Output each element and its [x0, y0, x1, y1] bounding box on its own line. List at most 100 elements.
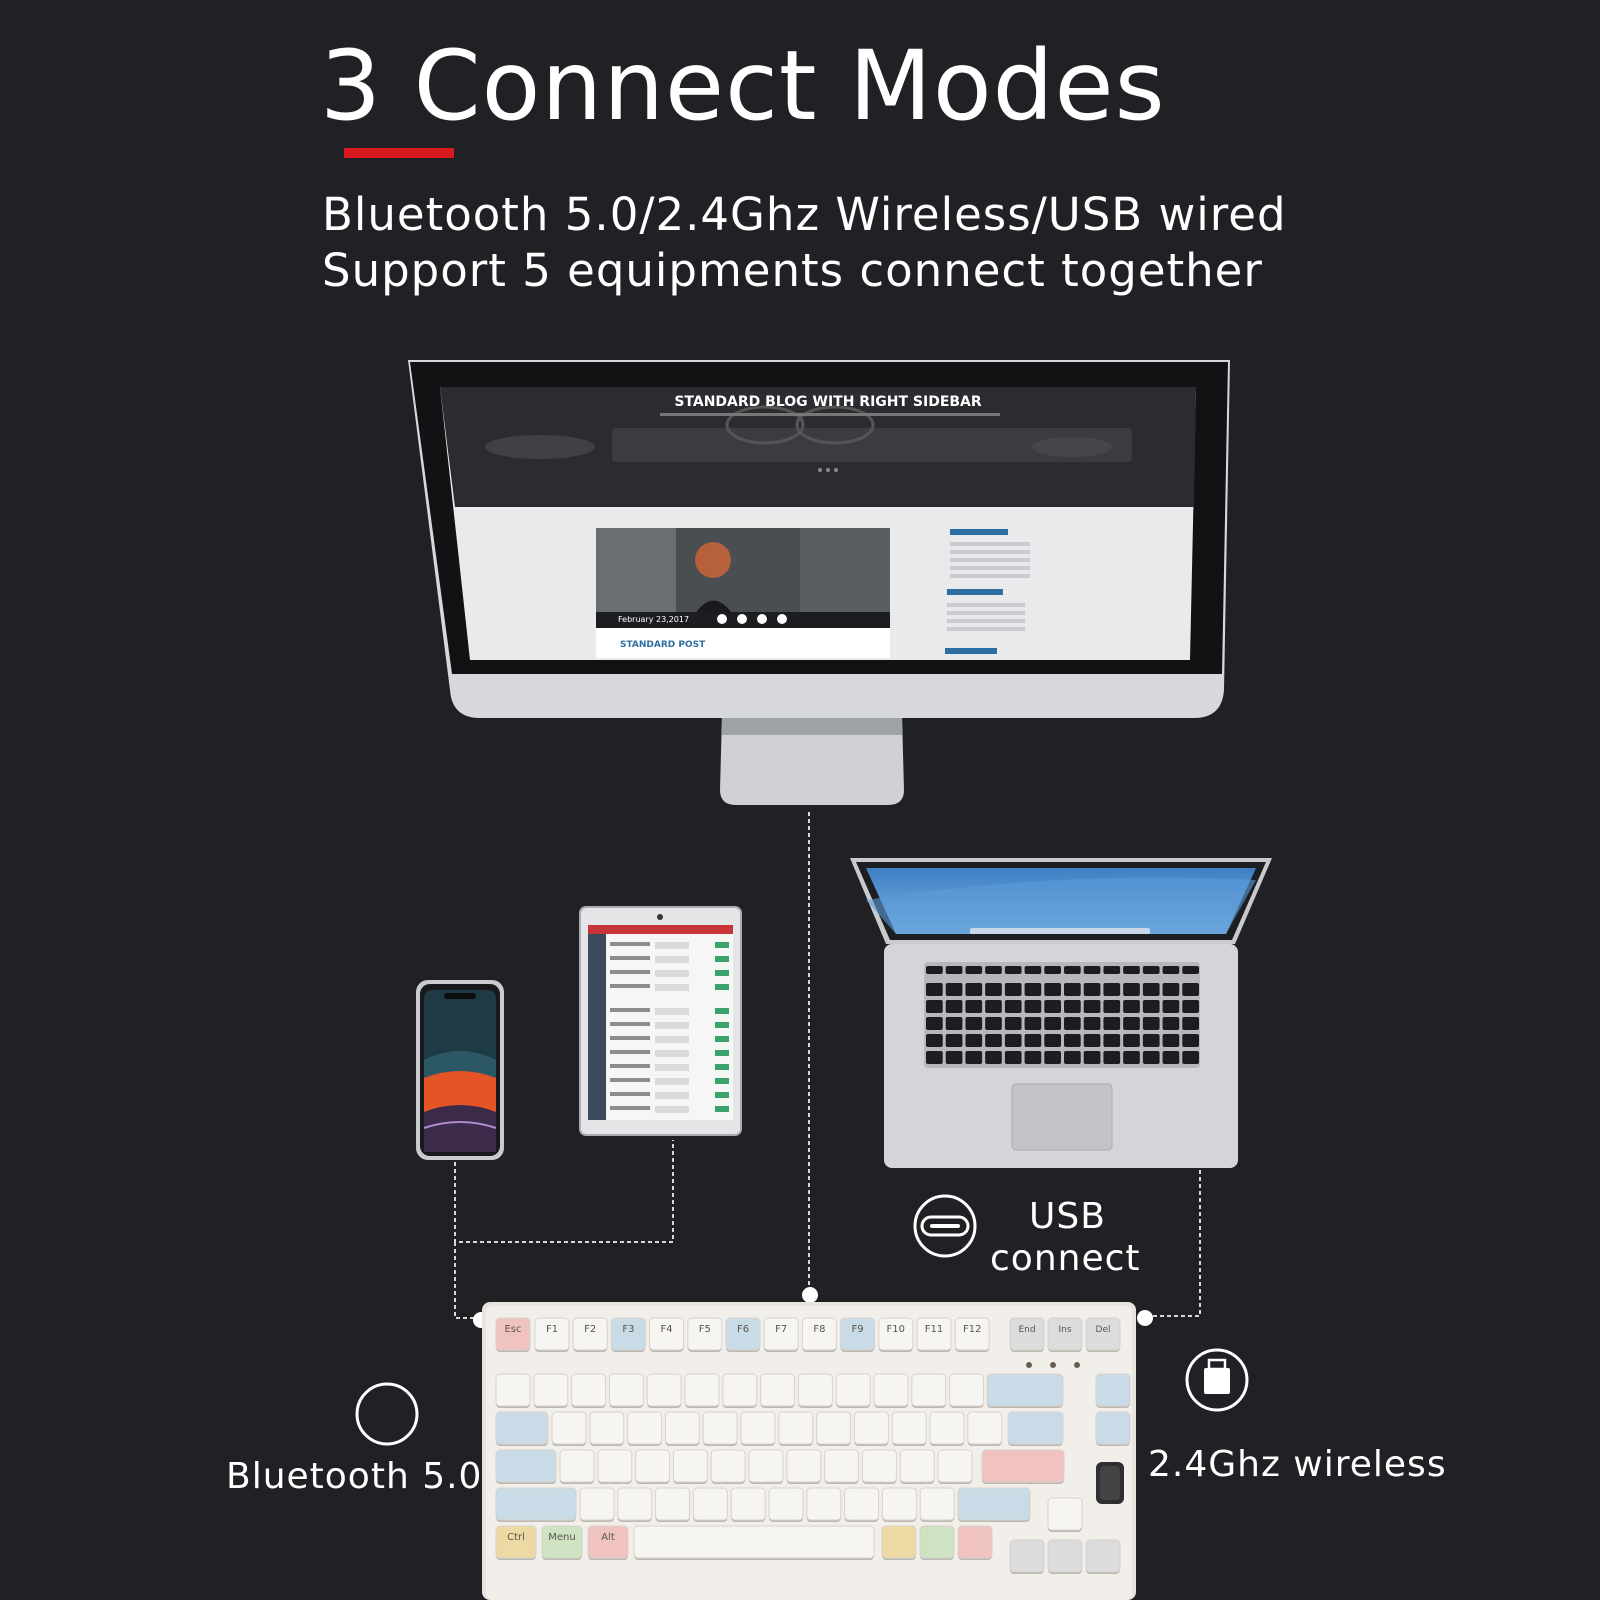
laptop-key	[965, 1000, 983, 1013]
usb-label-line1: USB	[1029, 1196, 1106, 1237]
key	[687, 1317, 723, 1351]
key	[1009, 1317, 1045, 1351]
tablet-row-cell	[655, 970, 689, 977]
laptop-key	[1024, 983, 1042, 996]
subtitle-device-support: Support 5 equipments connect together	[322, 244, 1263, 297]
key	[1085, 1317, 1121, 1351]
laptop-key	[945, 1051, 963, 1064]
subtitle-connection-types: Bluetooth 5.0/2.4Ghz Wireless/USB wired	[322, 188, 1287, 241]
key	[597, 1449, 633, 1483]
tablet-row-status	[715, 970, 729, 976]
tablet-row-text	[610, 1064, 650, 1068]
laptop-key	[985, 1034, 1002, 1047]
key	[878, 1317, 914, 1351]
laptop-key	[1024, 1017, 1042, 1030]
key	[702, 1411, 738, 1445]
key	[954, 1317, 990, 1351]
laptop-key	[1083, 1034, 1101, 1047]
key-label-ctrl: Ctrl	[507, 1532, 525, 1543]
tablet-row-text	[610, 1008, 650, 1012]
monitor-post-title: STANDARD POST	[620, 640, 706, 650]
tablet-row-text	[610, 1106, 650, 1110]
key	[572, 1317, 608, 1351]
tablet-row-status	[715, 1008, 729, 1014]
laptop-key	[1004, 1000, 1022, 1013]
key	[617, 1487, 653, 1521]
laptop-key	[1004, 1017, 1022, 1030]
tablet-row-text	[610, 942, 650, 946]
laptop-key	[1083, 1000, 1101, 1013]
key-label-alt: Alt	[601, 1532, 615, 1543]
key	[725, 1317, 761, 1351]
key	[589, 1411, 625, 1445]
tablet-row-cell	[655, 1092, 689, 1099]
key	[760, 1373, 796, 1407]
laptop-key	[1044, 1000, 1061, 1013]
tablet-row-status	[715, 956, 729, 962]
key	[610, 1317, 646, 1351]
key	[710, 1449, 746, 1483]
laptop-key	[1182, 1000, 1199, 1013]
key	[559, 1449, 595, 1483]
key	[899, 1449, 935, 1483]
laptop-key	[1064, 983, 1081, 996]
laptop-key	[1064, 966, 1081, 974]
key	[919, 1525, 955, 1559]
laptop-key	[965, 1034, 983, 1047]
monitor-post-date: February 23,2017	[618, 615, 689, 624]
key	[861, 1449, 897, 1483]
laptop-key	[1103, 983, 1121, 996]
tablet-row-text	[610, 1036, 650, 1040]
key-label-f7: F7	[775, 1324, 787, 1335]
key	[1007, 1411, 1064, 1445]
tablet-row-status	[715, 1106, 729, 1112]
laptop-key	[1123, 1017, 1140, 1030]
key	[541, 1525, 583, 1559]
key	[495, 1373, 531, 1407]
key	[655, 1487, 691, 1521]
key-label-f1: F1	[546, 1324, 558, 1335]
key	[748, 1449, 784, 1483]
key-label-del: Del	[1096, 1325, 1111, 1335]
laptop-key	[1064, 1051, 1081, 1064]
laptop-key	[985, 1051, 1002, 1064]
tablet-illustration	[579, 906, 742, 1136]
laptop-key	[926, 1051, 943, 1064]
laptop-key	[1024, 1000, 1042, 1013]
key	[627, 1411, 663, 1445]
bluetooth-icon	[355, 1382, 419, 1446]
tablet-row-cell	[655, 1022, 689, 1029]
laptop-key	[1162, 1000, 1180, 1013]
key	[1085, 1539, 1121, 1573]
laptop-key	[1162, 966, 1180, 974]
laptop-key	[1123, 1051, 1140, 1064]
laptop-illustration	[850, 858, 1272, 1168]
tablet-row-status	[715, 1036, 729, 1042]
tablet-row-cell	[655, 984, 689, 991]
laptop-key	[1182, 983, 1199, 996]
laptop-key	[1142, 1034, 1160, 1047]
laptop-key	[1083, 1017, 1101, 1030]
key	[957, 1525, 993, 1559]
mechanical-keyboard-illustration	[482, 1302, 1136, 1600]
key	[824, 1449, 860, 1483]
laptop-key	[1162, 1017, 1180, 1030]
tablet-row-cell	[655, 1036, 689, 1043]
key	[571, 1373, 607, 1407]
tablet-row-cell	[655, 1106, 689, 1113]
key	[635, 1449, 671, 1483]
key	[929, 1411, 965, 1445]
tablet-row-cell	[655, 942, 689, 949]
laptop-key	[965, 966, 983, 974]
laptop-key	[926, 1000, 943, 1013]
laptop-key	[1024, 1034, 1042, 1047]
key	[801, 1317, 837, 1351]
key	[533, 1373, 569, 1407]
key	[919, 1487, 955, 1521]
key	[911, 1373, 947, 1407]
laptop-key	[985, 1000, 1002, 1013]
key	[844, 1487, 880, 1521]
key	[649, 1317, 685, 1351]
key	[778, 1411, 814, 1445]
laptop-key	[945, 1034, 963, 1047]
